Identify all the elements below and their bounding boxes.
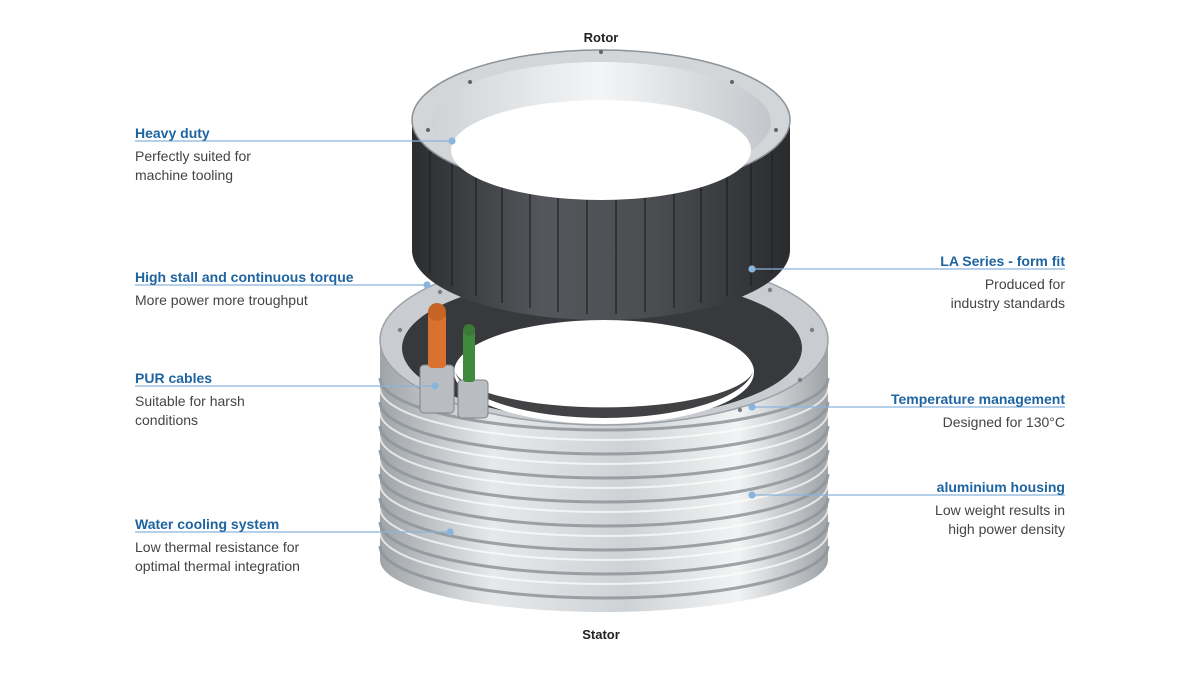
callout-aluminium-housing: aluminium housing Low weight results in …	[765, 478, 1065, 539]
stator-label: Stator	[582, 627, 620, 642]
callout-title: High stall and continuous torque	[135, 269, 354, 285]
callout-title: PUR cables	[135, 370, 213, 386]
callout-description: Suitable for harsh conditions	[135, 393, 245, 428]
rotor-label: Rotor	[583, 30, 619, 45]
callout-description: Produced for industry standards	[950, 276, 1065, 311]
callout-title: Temperature management	[890, 391, 1065, 407]
callout-water-cooling: Water cooling system Low thermal resista…	[135, 515, 435, 576]
callout-la-series: LA Series - form fit Produced for indust…	[765, 252, 1065, 313]
callout-description: Perfectly suited for machine tooling	[135, 148, 251, 183]
rotor-bore	[451, 100, 751, 200]
stator-bore	[454, 320, 754, 424]
callout-description: More power more troughput	[135, 292, 308, 308]
callout-title: Heavy duty	[135, 125, 210, 141]
callout-lines	[135, 137, 1065, 536]
callout-description: Low weight results in high power density	[935, 502, 1065, 537]
rotor-magnet-segments	[429, 145, 773, 314]
cooling-fins	[378, 377, 830, 600]
rotor	[411, 49, 791, 320]
callout-description: Designed for 130°C	[942, 414, 1065, 430]
callout-description: Low thermal resistance for optimal therm…	[135, 539, 300, 574]
callout-pur-cables: PUR cables Suitable for harsh conditions	[135, 369, 435, 430]
callout-title: Water cooling system	[135, 516, 280, 532]
callout-title: LA Series - form fit	[940, 253, 1065, 269]
cable-glands	[419, 303, 489, 419]
callout-temperature: Temperature management Designed for 130°…	[765, 390, 1065, 432]
callout-heavy-duty: Heavy duty Perfectly suited for machine …	[135, 124, 435, 185]
callout-title: aluminium housing	[936, 479, 1065, 495]
callout-torque: High stall and continuous torque More po…	[135, 268, 435, 310]
